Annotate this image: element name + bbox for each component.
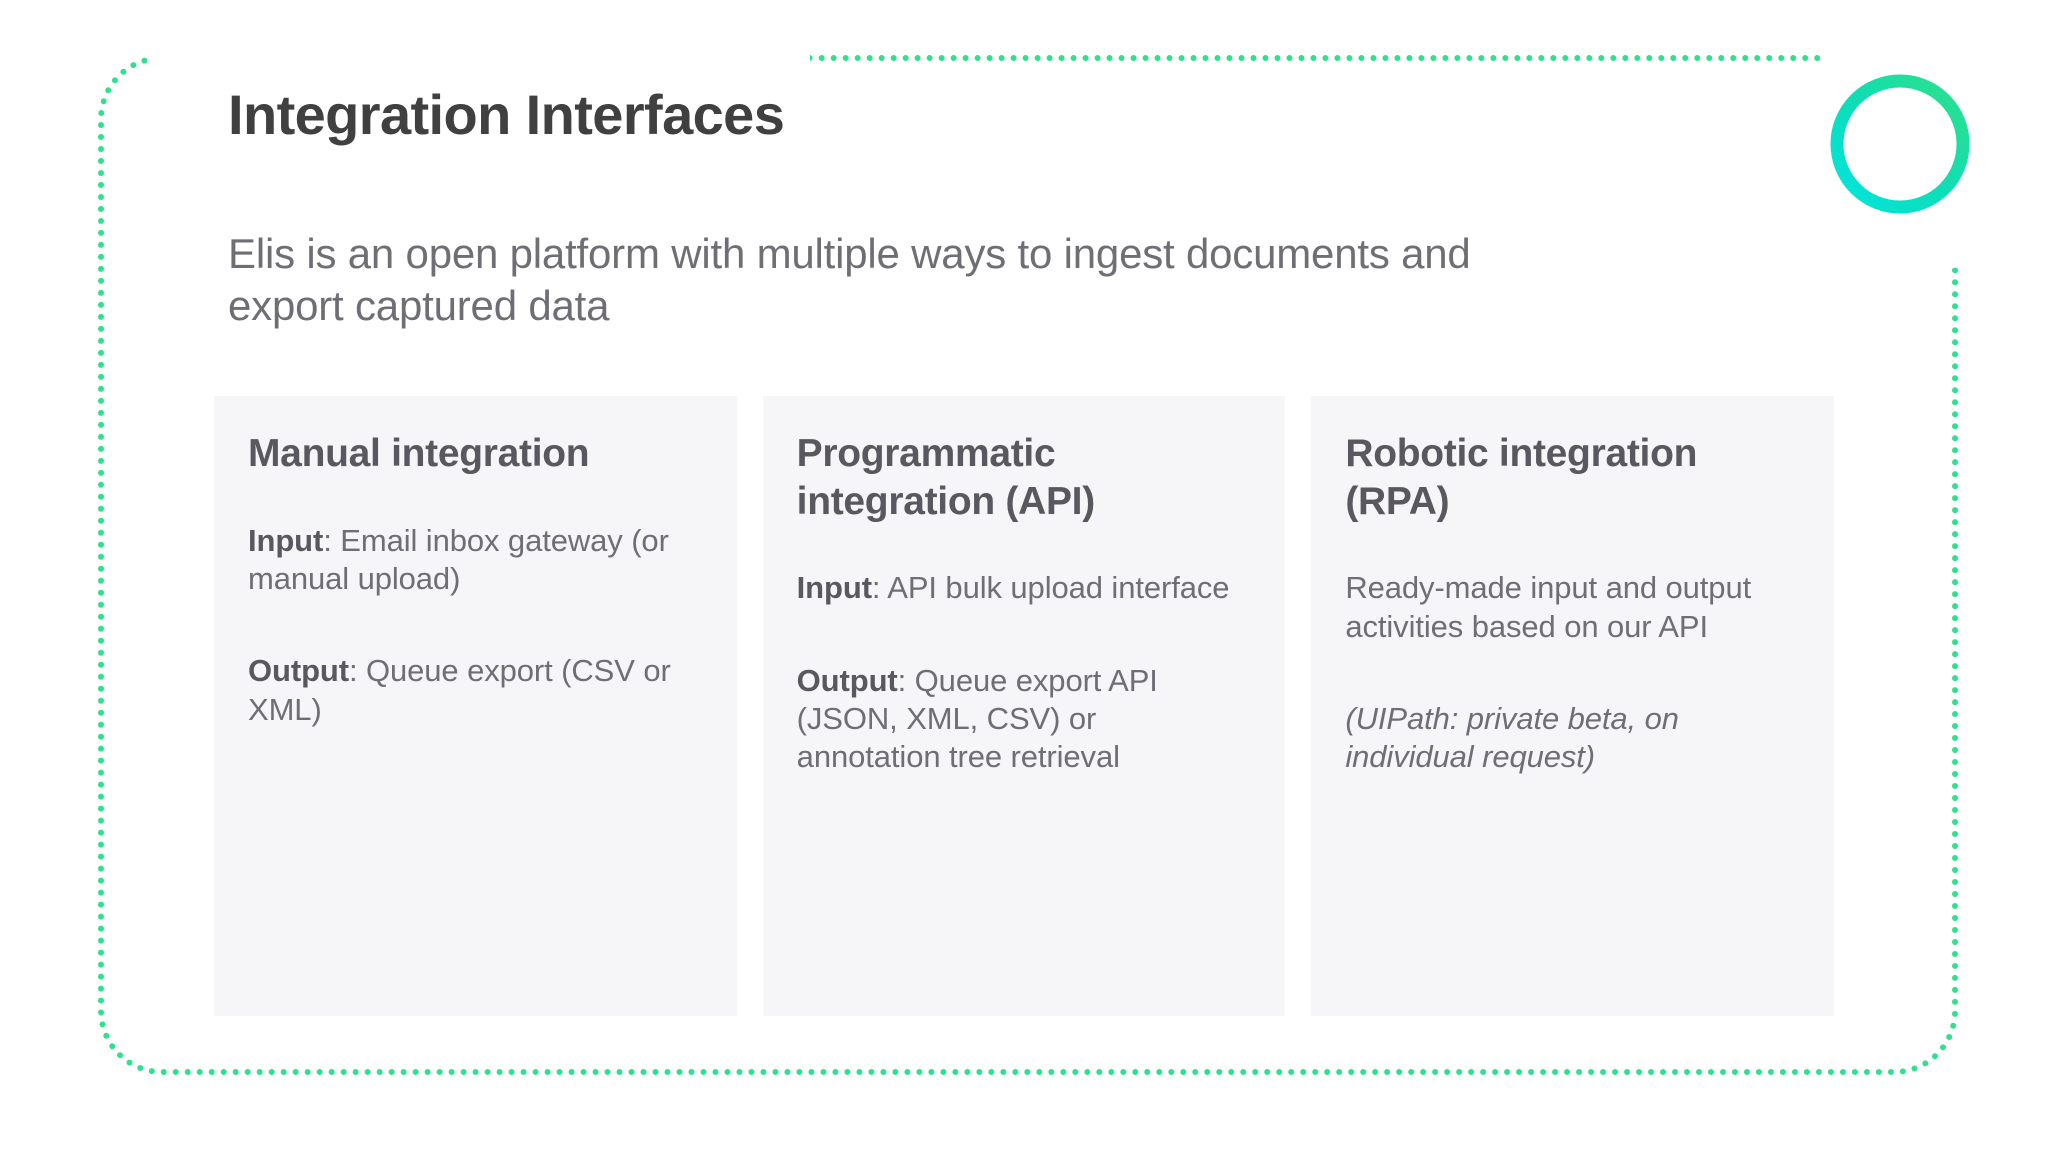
paragraph-lead: Input: [248, 522, 324, 558]
card-manual-integration: Manual integration Input: Email inbox ga…: [214, 396, 737, 1016]
paragraph-text: API bulk upload interface: [887, 570, 1230, 606]
paragraph-separator: :: [871, 570, 888, 606]
card-title: Robotic integration (RPA): [1345, 432, 1698, 523]
paragraph-text: Ready-made input and output activities b…: [1345, 570, 1752, 644]
card-paragraph: Output: Queue export API (JSON, XML, CSV…: [797, 662, 1242, 777]
card-robotic-integration: Robotic integration (RPA) Ready-made inp…: [1311, 396, 1835, 1016]
card-paragraph: Input: API bulk upload interface: [797, 569, 1242, 607]
paragraph-lead: Output: [796, 662, 898, 698]
paragraph-lead: Input: [796, 570, 872, 606]
card-body: Ready-made input and output activities b…: [1345, 569, 1790, 777]
card-programmatic-integration: Programmatic integration (API) Input: AP…: [762, 396, 1286, 1016]
gradient-circle-outline-icon: [1830, 74, 1970, 214]
cards-row: Manual integration Input: Email inbox ga…: [214, 396, 1835, 1016]
paragraph-text: (UIPath: private beta, on individual req…: [1345, 701, 1679, 775]
card-title: Programmatic integration (API): [796, 432, 1096, 523]
card-paragraph: Output: Queue export (CSV or XML): [248, 652, 693, 729]
card-body: Input: API bulk upload interface Output:…: [797, 569, 1242, 777]
paragraph-lead: Output: [248, 653, 349, 689]
card-paragraph: Input: Email inbox gateway (or manual up…: [248, 522, 693, 599]
paragraph-text: Email inbox gateway (or manual upload): [248, 522, 669, 597]
paragraph-separator: :: [323, 522, 341, 558]
page-subtitle: Elis is an open platform with multiple w…: [228, 230, 1471, 330]
paragraph-text: Queue export (CSV or XML): [248, 653, 671, 727]
paragraph-text: Queue export API (JSON, XML, CSV) or ann…: [796, 662, 1158, 775]
frame-gap-title: [150, 28, 810, 92]
card-body: Input: Email inbox gateway (or manual up…: [248, 522, 693, 730]
page-title: Integration Interfaces: [228, 82, 785, 146]
paragraph-separator: :: [348, 653, 366, 689]
card-paragraph: Ready-made input and output activities b…: [1345, 569, 1790, 646]
card-title: Manual integration: [248, 432, 590, 475]
card-paragraph: (UIPath: private beta, on individual req…: [1345, 700, 1790, 777]
frame-gap-right: [1820, 28, 2048, 268]
paragraph-separator: :: [897, 662, 915, 698]
